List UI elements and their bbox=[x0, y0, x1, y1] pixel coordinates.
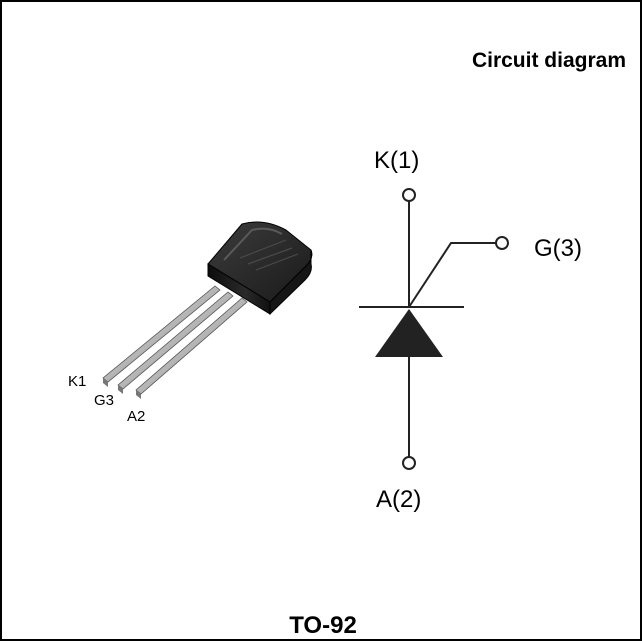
package-name: TO-92 bbox=[289, 612, 357, 639]
cathode-terminal bbox=[402, 188, 416, 202]
lead-k bbox=[102, 285, 221, 387]
cathode-label: K(1) bbox=[374, 147, 419, 174]
gate-lead bbox=[408, 242, 496, 308]
lead-a bbox=[135, 297, 248, 399]
anode-terminal bbox=[402, 456, 416, 470]
lead-g bbox=[117, 291, 234, 394]
pin-label-a: A2 bbox=[127, 408, 145, 425]
pin-label-k: K1 bbox=[68, 373, 86, 390]
to92-body bbox=[207, 221, 313, 316]
gate-label: G(3) bbox=[534, 235, 582, 262]
diagram-title: Circuit diagram bbox=[471, 49, 626, 72]
diode-triangle bbox=[375, 309, 443, 357]
anode-label: A(2) bbox=[376, 486, 421, 513]
gate-terminal bbox=[495, 236, 509, 250]
pin-label-g: G3 bbox=[94, 392, 114, 409]
